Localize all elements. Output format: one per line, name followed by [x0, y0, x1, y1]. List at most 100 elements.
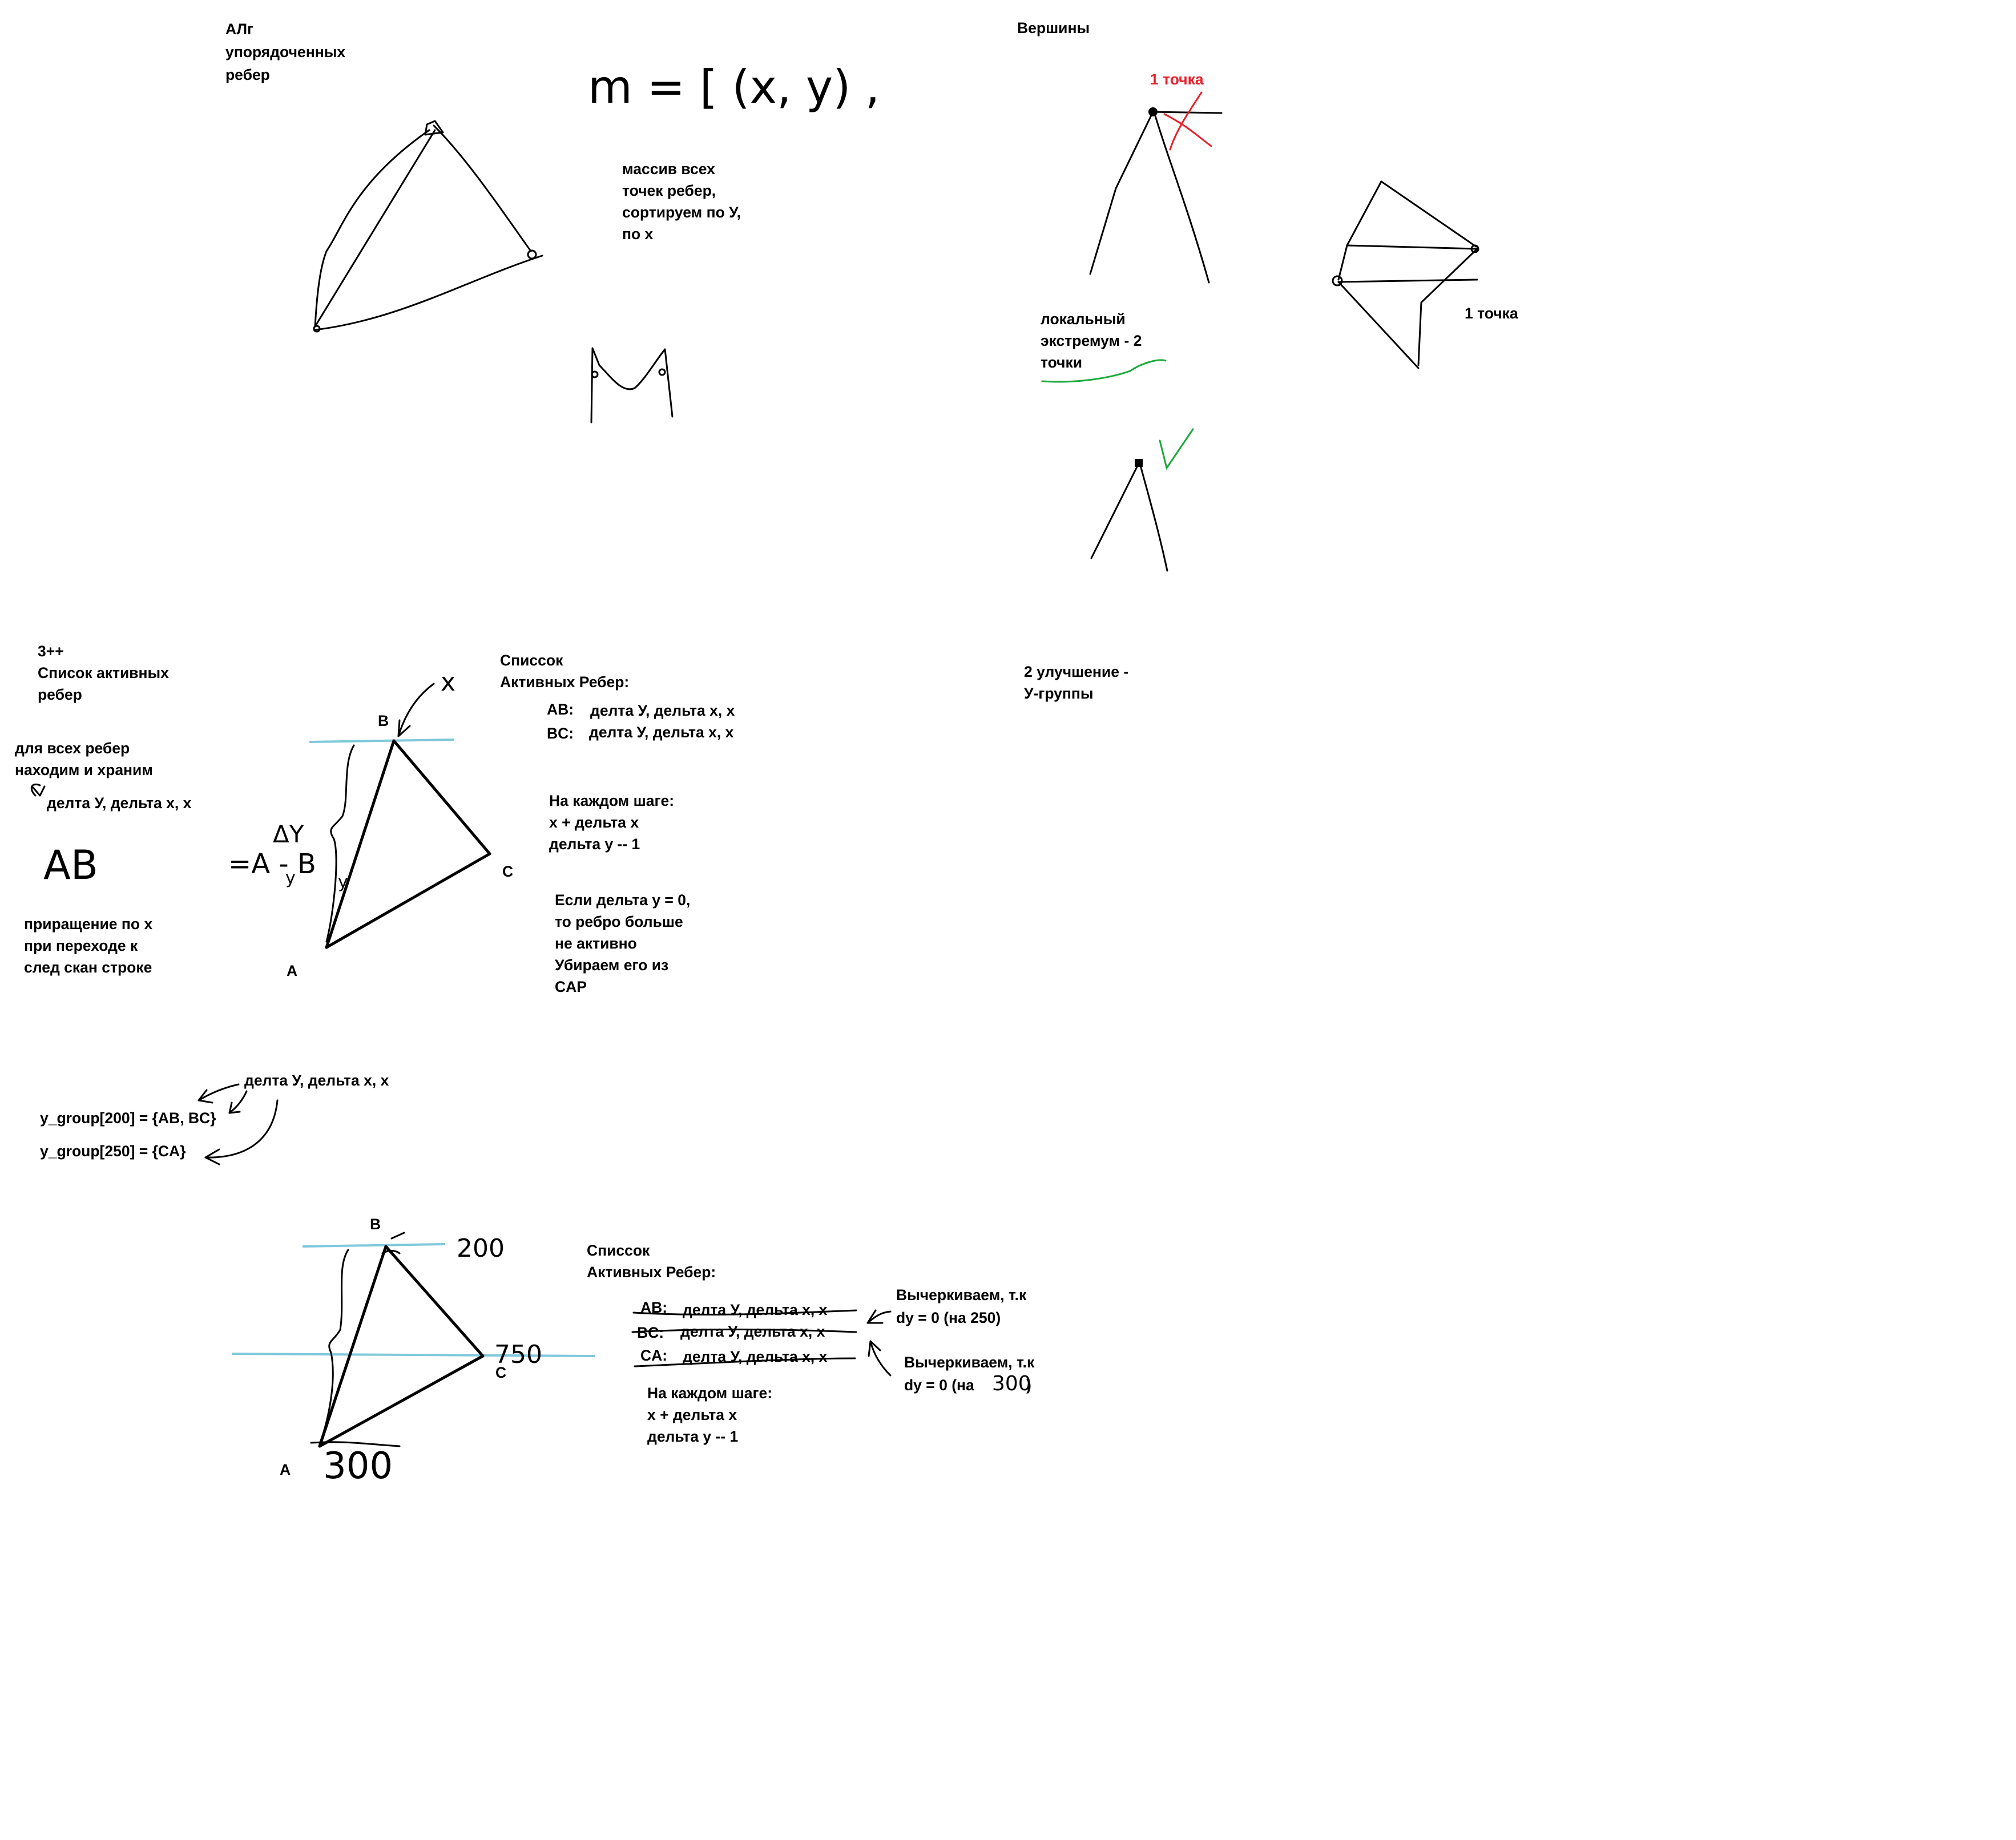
edge-ca	[325, 852, 491, 949]
scanline-b	[309, 739, 455, 743]
strike-reason-2: Вычеркиваем, т.к dy = 0 (на 300 )	[904, 1354, 1035, 1395]
for-all-edges-line-2: находим и храним	[15, 761, 153, 778]
handwritten-250: 750	[494, 1340, 542, 1369]
active-edge-list-1: Списcок Активных Ребер: AB: делта У, дел…	[500, 652, 735, 742]
cap2-title-line-1: Списcок	[587, 1242, 650, 1259]
strike-ab	[632, 1309, 857, 1316]
brace	[325, 744, 355, 943]
arrow-to-ca	[204, 1099, 279, 1165]
arrow-x	[397, 683, 435, 737]
section3-title-line-1: 3++	[38, 643, 64, 660]
edge-ca-2	[318, 1354, 485, 1448]
triangle-abc-1: x B C A	[287, 668, 513, 979]
increment-line-1: приращение по x	[24, 915, 152, 933]
strike-ca	[634, 1357, 856, 1367]
strike2-line-2: dy = 0 (на	[904, 1377, 974, 1394]
ygroup-line-1: y_group[200] = {AB, BC}	[40, 1109, 216, 1127]
cap-title-line-2: Активных Ребер:	[500, 673, 629, 691]
label-c-2: C	[495, 1364, 506, 1381]
each-step2-line-2: x + дельта x	[647, 1406, 737, 1423]
label-b-2: B	[370, 1216, 381, 1233]
label-c: C	[502, 863, 513, 880]
if-dy-zero-note: Если дельта y = 0, то ребро больше не ак…	[555, 891, 690, 995]
section3-title-line-3: ребер	[38, 686, 82, 703]
edge-ab	[325, 739, 396, 949]
scanline-200	[302, 1243, 446, 1248]
ygroup-block: делта У, дельта x, x y_group[200] = {AB,…	[40, 1072, 389, 1165]
each-step-note-1: На каждом шаге: x + дельта x дельта y --…	[549, 792, 674, 853]
sketch-triangle-1	[313, 120, 543, 333]
if-dy-zero-line-4: Убираем его из	[555, 957, 668, 974]
array-desc-line-1: массив всех	[622, 160, 715, 177]
alg-title-line-2: упорядоченных	[225, 43, 345, 60]
sketch-m-shape	[590, 347, 674, 423]
edge-bc-2	[384, 1245, 485, 1358]
cross-mark	[1169, 91, 1203, 151]
each-step-line-1: На каждом шаге:	[549, 792, 674, 809]
section3-title: 3++ Список активных ребер	[38, 643, 169, 703]
cap2-ab-entry: делта У, дельта x, x	[683, 1301, 828, 1318]
each-step2-line-3: дельта y -- 1	[647, 1428, 738, 1445]
if-dy-zero-line-1: Если дельта y = 0,	[555, 891, 690, 909]
for-all-edges-line-1: для всех ребер	[15, 740, 130, 757]
cap2-ca-prefix: CA:	[640, 1347, 667, 1364]
improvement-line-1: 2 улучшение -	[1024, 663, 1128, 680]
alg-title: АЛг упорядоченных ребер	[225, 21, 345, 83]
arrow-to-bc	[228, 1090, 248, 1114]
strike-reason-1: Вычеркиваем, т.к dy = 0 (на 250)	[896, 1286, 1027, 1326]
for-all-edges-note: для всех ребер находим и храним делта У,…	[15, 740, 192, 812]
local-extremum-line-2: экстремум - 2	[1041, 332, 1142, 349]
strike-bc	[631, 1328, 857, 1333]
local-extremum-note: локальный экстремум - 2 точки	[1041, 310, 1167, 383]
brace-2	[318, 1249, 349, 1445]
handwritten-300: 300	[323, 1445, 393, 1487]
cap-bc-entry: делта У, дельта x, x	[589, 724, 734, 741]
arrow-strike-2	[868, 1340, 892, 1377]
alg-title-line-3: ребер	[225, 66, 270, 83]
vertex-dot	[1148, 107, 1158, 116]
if-dy-zero-line-2: то ребро больше	[555, 913, 683, 930]
strike1-line-2: dy = 0 (на 250)	[896, 1309, 1001, 1326]
array-desc-line-2: точек ребер,	[622, 182, 716, 199]
improvement-note: 2 улучшение - У-группы	[1024, 663, 1128, 702]
ygroup-line-2: y_group[250] = {CA}	[40, 1143, 186, 1160]
strike2-line-1: Вычеркиваем, т.к	[904, 1354, 1035, 1371]
if-dy-zero-line-3: не активно	[555, 935, 637, 952]
array-desc-line-4: по x	[622, 225, 654, 243]
dy-formula: ΔY =A - B y y	[228, 820, 348, 892]
vertex-one-point-crossed	[1089, 91, 1223, 284]
alg-title-line-1: АЛг	[225, 21, 253, 38]
each-step-line-2: x + дельта x	[549, 814, 639, 831]
cap-ab-prefix: AB:	[547, 701, 574, 718]
cap2-title-line-2: Активных Ребер:	[587, 1264, 716, 1281]
delta-triple-text: делта У, дельта x, x	[47, 794, 192, 812]
edge-ab-2	[318, 1245, 388, 1448]
increment-line-2: при переходе к	[24, 937, 138, 954]
dy-label: ΔY	[273, 820, 304, 848]
vertex-peak-check	[1090, 428, 1194, 572]
label-b: B	[378, 712, 389, 729]
one-point-red-label: 1 точка	[1150, 71, 1204, 88]
array-desc-line-3: сортируем по У,	[622, 204, 741, 221]
cap2-bc-prefix: BC:	[637, 1324, 664, 1341]
triangle-abc-2: B C A 200 750 300	[231, 1216, 595, 1487]
handwritten-formula: m = [ (x, y) ,	[588, 60, 880, 114]
cap-ab-entry: делта У, дельта x, x	[590, 702, 735, 719]
one-point-label: 1 точка	[1465, 305, 1518, 322]
edge-bc	[392, 739, 491, 856]
label-a: A	[287, 962, 297, 979]
strike1-line-1: Вычеркиваем, т.к	[896, 1286, 1027, 1304]
x-label: x	[441, 668, 455, 697]
local-extremum-line-3: точки	[1041, 354, 1082, 371]
section3-title-line-2: Список активных	[38, 664, 169, 681]
increment-line-3: след скан строке	[24, 959, 152, 976]
each-step2-line-1: На каждом шаге:	[647, 1385, 772, 1402]
cap-title-line-1: Списcок	[500, 652, 563, 669]
scanline-250	[231, 1353, 595, 1357]
each-step-line-3: дельта y -- 1	[549, 836, 640, 853]
label-a-2: A	[280, 1461, 291, 1478]
vertex-dot	[1135, 459, 1143, 467]
array-description: массив всех точек ребер, сортируем по У,…	[622, 160, 741, 243]
cap-bc-prefix: BC:	[547, 725, 574, 742]
